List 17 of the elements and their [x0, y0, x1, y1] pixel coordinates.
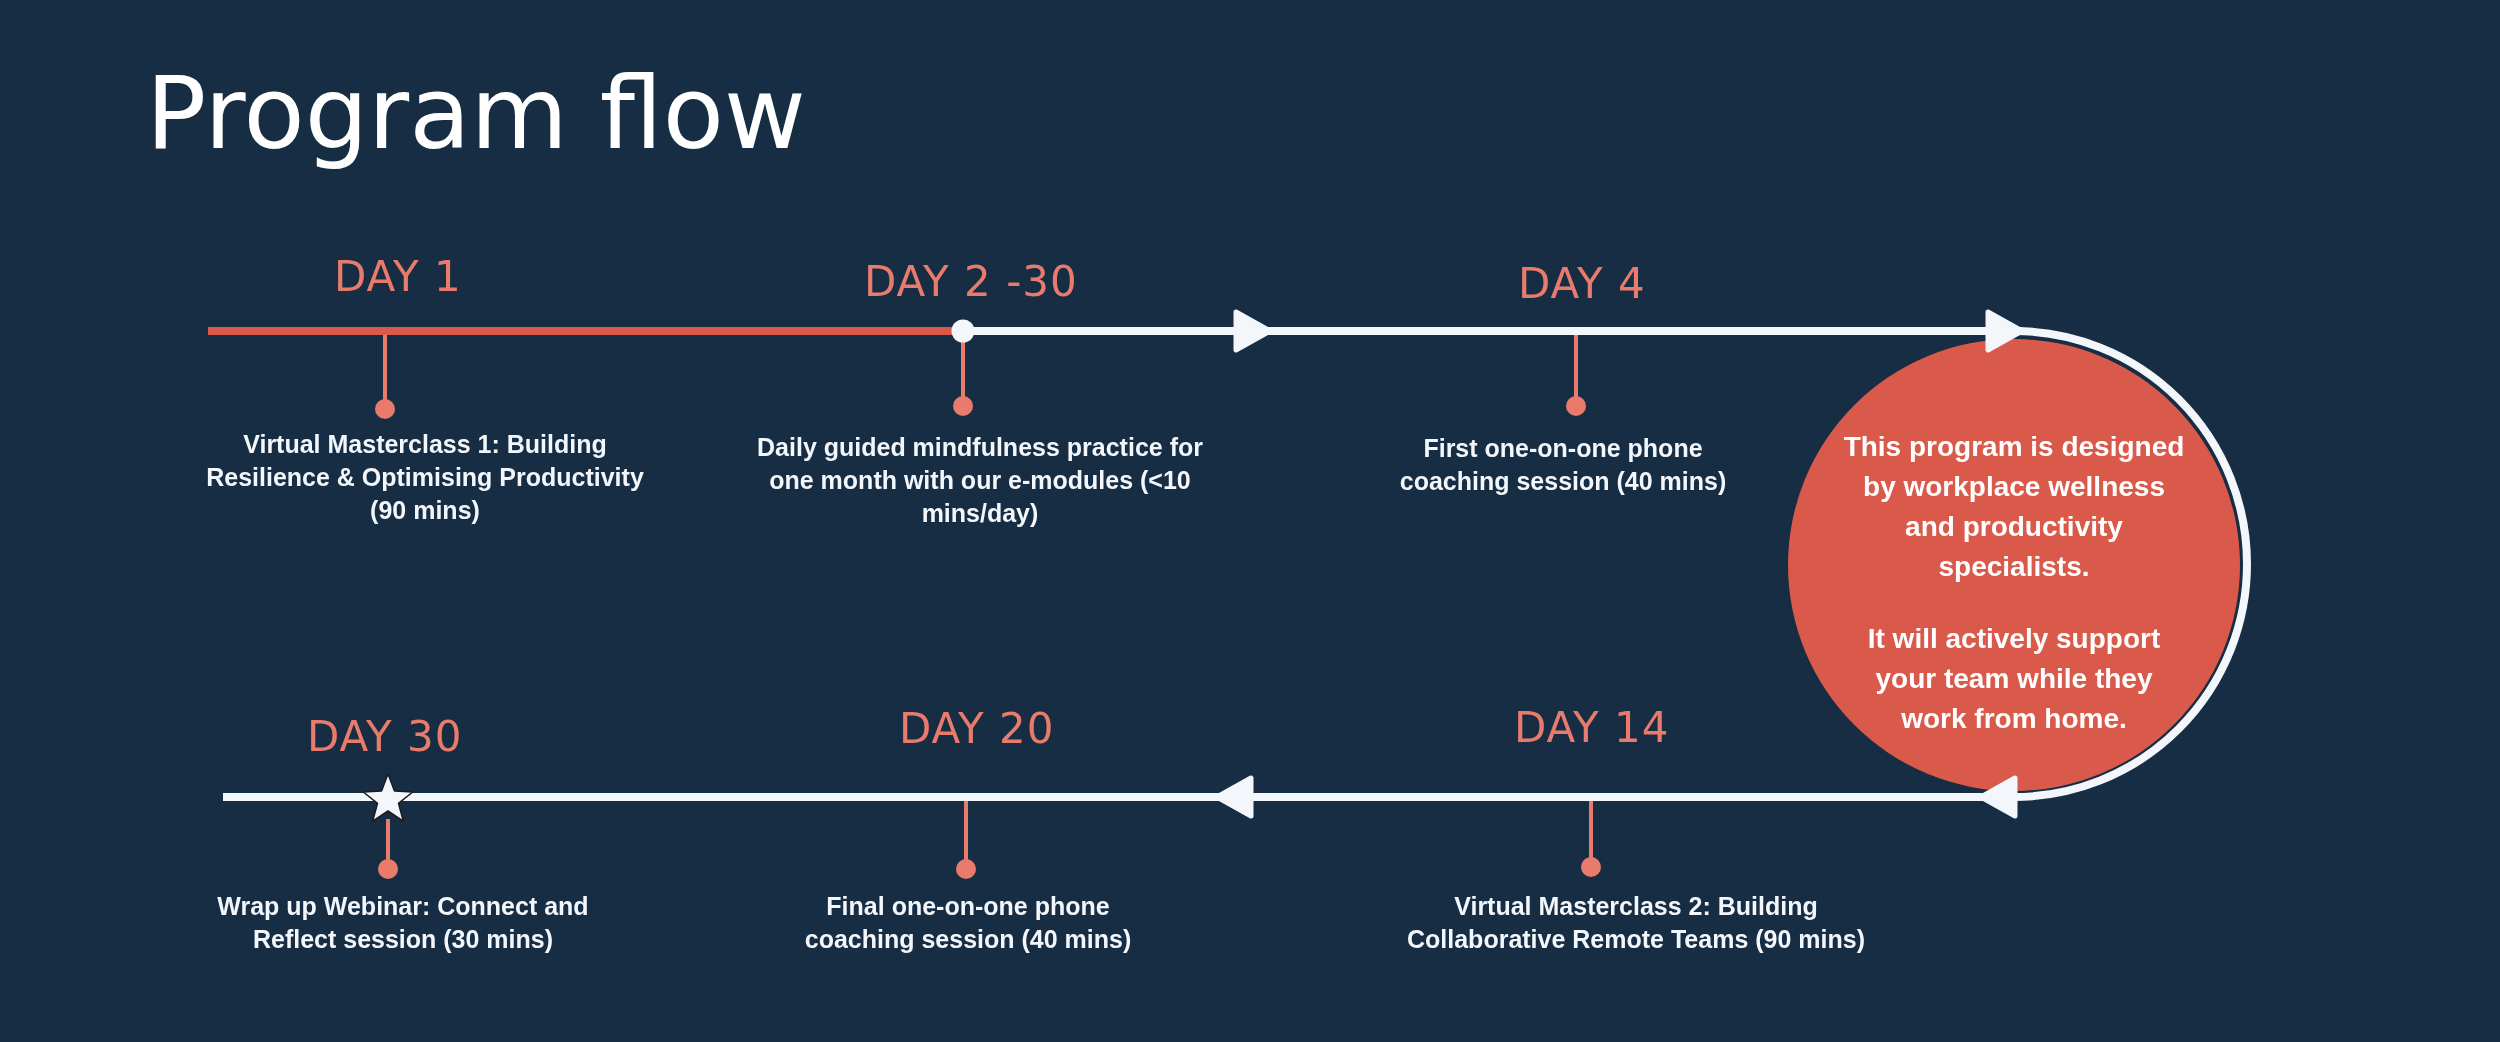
timeline-arrow: [1222, 309, 1273, 353]
timeline-arrow: [1978, 775, 2018, 819]
day-label: DAY 20: [899, 704, 1055, 754]
day-label: DAY 14: [1514, 703, 1670, 753]
info-text: This program is designed by workplace wellness and productivity specialists.: [1842, 430, 2186, 584]
day-label: DAY 4: [1518, 259, 1646, 309]
milestone-text: Virtual Masterclass 1: Building Resilience & Optimising Productivity (90 mins): [205, 429, 645, 526]
milestone-text: Daily guided mindfulness practice for one month with our e-modules (<10 mins/day): [756, 432, 1204, 529]
day-label: DAY 1: [334, 252, 462, 302]
milestone-text: Virtual Masterclass 2: Building Collaborative Remote Teams (90 mins): [1406, 891, 1866, 955]
milestone-text: First one-on-one phone coaching session (40 mins): [1398, 433, 1728, 497]
milestone-text: Final one-on-one phone coaching session (40 mins): [803, 891, 1133, 955]
day-label: DAY 30: [307, 712, 463, 762]
day-label: DAY 2 -30: [864, 257, 1078, 307]
milestone-text: Wrap up Webinar: Connect and Reflect session (30 mins): [216, 891, 590, 955]
info-text: It will actively support your team while they work from home.: [1866, 622, 2162, 736]
page-title: Program flow: [146, 54, 806, 174]
